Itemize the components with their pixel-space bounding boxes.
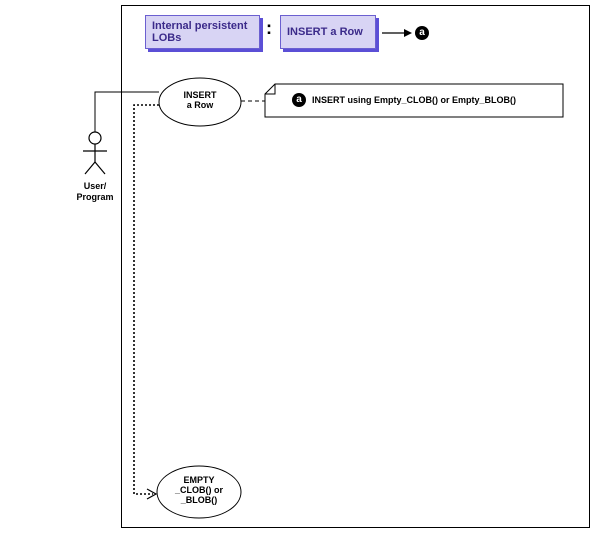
insert-line1: INSERT <box>183 90 217 100</box>
header-step-badge: a <box>415 26 429 40</box>
diagram-frame <box>121 5 590 528</box>
header-separator: : <box>266 18 272 38</box>
insert-ellipse <box>158 77 242 127</box>
actor-label-line2: Program <box>76 192 114 202</box>
dependency-line <box>133 104 163 495</box>
empty-use-case-label: EMPTY _CLOB() or _BLOB() <box>164 475 234 505</box>
empty-ellipse <box>156 465 242 519</box>
topic-box: INSERT a Row <box>280 15 376 49</box>
insert-line2: a Row <box>186 100 214 110</box>
dependency-arrow-head <box>146 488 158 500</box>
actor-label: User/ Program <box>70 181 120 203</box>
header-arrow-head <box>404 29 412 37</box>
note-text: INSERT using Empty_CLOB() or Empty_BLOB(… <box>312 95 517 105</box>
note-shape <box>264 83 564 118</box>
empty-line2: _CLOB() or <box>175 485 223 495</box>
category-label: Internal persistent LOBs <box>152 20 248 44</box>
empty-line3: _BLOB() <box>180 495 218 505</box>
insert-use-case-label: INSERT a Row <box>165 90 235 110</box>
note-badge: a <box>292 93 306 107</box>
note-fold <box>265 84 276 95</box>
actor-label-line1: User/ <box>83 181 107 191</box>
category-box: Internal persistent LOBs <box>145 15 260 49</box>
actor-association-line <box>94 91 159 132</box>
actor-figure <box>83 131 107 175</box>
topic-label: INSERT a Row <box>287 26 363 38</box>
empty-line1: EMPTY <box>183 475 215 485</box>
